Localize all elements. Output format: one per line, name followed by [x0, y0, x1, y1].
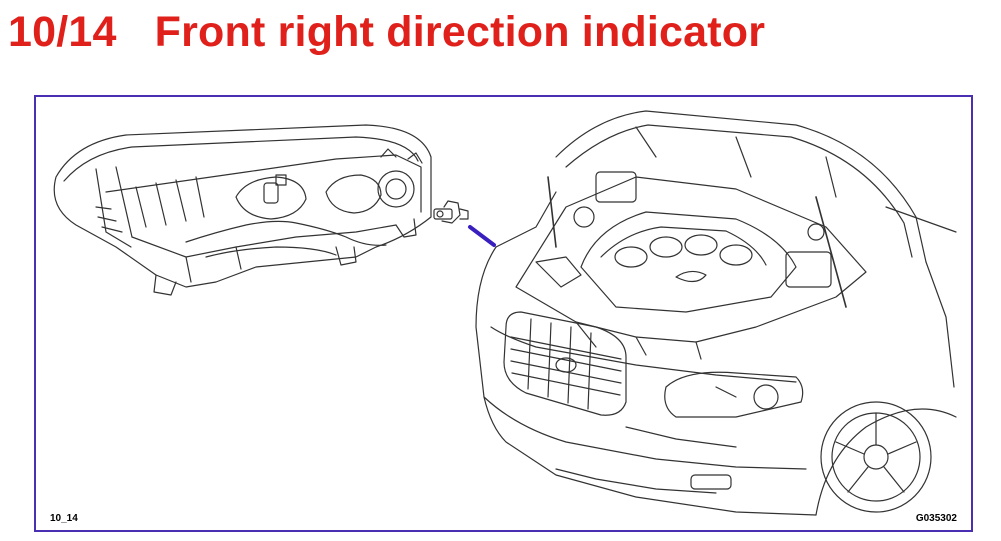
removal-pointer: [468, 225, 496, 247]
page-title: 10/14 Front right direction indicator: [8, 6, 765, 58]
figure-ref-right: G035302: [915, 513, 957, 524]
step-title: Front right direction indicator: [154, 8, 766, 56]
illustration-frame: 10_14 G035302: [34, 95, 973, 532]
direction-indicator-bulb: [433, 200, 469, 224]
car-front: [475, 110, 957, 516]
step-number: 10/14: [8, 8, 117, 56]
headlamp-unit: [53, 124, 432, 296]
illustration: [53, 110, 957, 516]
figure-ref-left: 10_14: [50, 513, 78, 524]
